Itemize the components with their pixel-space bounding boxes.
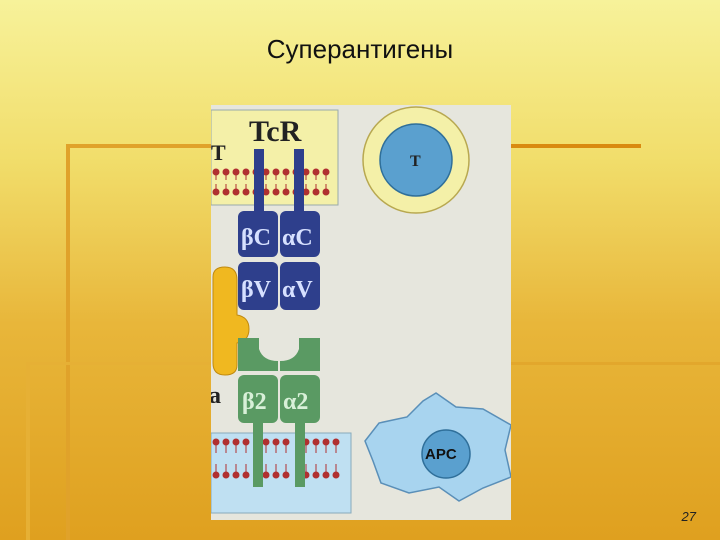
tcr-beta-c-domain <box>238 211 278 257</box>
mhc-alpha1-cup <box>280 338 320 371</box>
decor-line-left-vertical-2 <box>26 362 30 540</box>
decor-line-left-vertical <box>66 144 70 540</box>
alpha2-label: α2 <box>283 389 308 415</box>
tcr-alpha-c-domain <box>280 211 320 257</box>
t-cell-membrane-lipids <box>212 168 330 196</box>
diagram-svg: T TcR βC αC βV αV β2 α2 a <box>211 105 511 520</box>
alpha-v-label: αV <box>282 277 313 303</box>
superantigen-diagram: T TcR βC αC βV αV β2 α2 a <box>211 105 511 520</box>
page-number: 27 <box>681 509 696 524</box>
mhc-beta-stalk <box>253 421 263 487</box>
decor-line-top-right <box>511 144 641 148</box>
beta-c-label: βC <box>241 225 271 251</box>
beta-v-label: βV <box>241 277 272 303</box>
superantigen-shape <box>212 266 250 376</box>
apc-nucleus <box>421 429 471 479</box>
t-fragment-label: T <box>211 140 226 165</box>
a-fragment-label: a <box>211 383 221 409</box>
beta2-label: β2 <box>242 389 267 415</box>
tcr-alpha-stalk <box>294 149 304 219</box>
tcr-alpha-v-domain <box>280 262 320 310</box>
mhc-alpha-stalk <box>295 421 305 487</box>
tcr-beta-v-domain <box>238 262 278 310</box>
decor-line-mid-left <box>26 362 212 365</box>
apc-membrane-box <box>211 432 352 514</box>
tcr-beta-stalk <box>254 149 264 219</box>
decor-line-mid-right <box>511 362 720 365</box>
slide-title: Суперантигены <box>266 34 454 64</box>
t-cell-nucleus <box>379 123 453 197</box>
decor-line-top-left <box>66 144 212 148</box>
mhc-alpha2-domain <box>280 375 320 423</box>
alpha-c-label: αC <box>282 225 313 251</box>
apc-label: APC <box>425 446 457 463</box>
mhc-beta2-domain <box>238 375 278 423</box>
t-cell-label: T <box>410 153 421 170</box>
tcr-label: TcR <box>249 115 302 148</box>
mhc-beta1-cup <box>238 338 278 371</box>
